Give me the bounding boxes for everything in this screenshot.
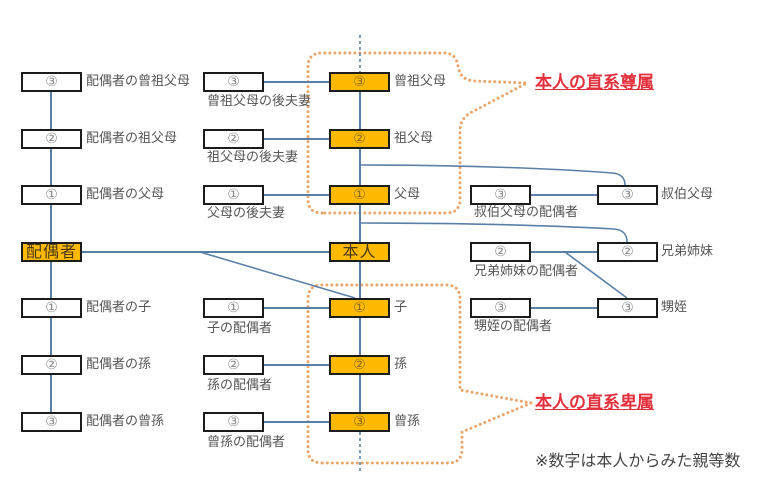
grandparents-stepspouse-label: 祖父母の後夫妻 [207,150,299,165]
parents-stepspouse-box[interactable]: ① [203,185,264,205]
grandparents-label: 祖父母 [394,131,434,146]
great-grandparents-label: 曾祖父母 [394,74,447,89]
direct-ascendants-annotation: 本人の直系尊属 [535,73,654,93]
spouse-great-grandchild-label: 配偶者の曾孫 [86,414,165,429]
great-grandparents-stepspouse-label: 曾祖父母の後夫妻 [207,94,312,109]
child-spouse-box[interactable]: ① [203,298,264,318]
degree-footnote: ※数字は本人からみた親等数 [535,451,741,470]
spouse-great-grandparents-box[interactable]: ③ [21,72,82,92]
grandchild-spouse-label: 孫の配偶者 [207,378,273,393]
great-grandchild-box[interactable]: ③ [329,412,390,432]
great-grandparents-box[interactable]: ③ [329,72,390,92]
nephews-nieces-box[interactable]: ③ [597,298,658,318]
spouse-grandparents-box[interactable]: ② [21,129,82,149]
link-siblings-to-nephews [564,251,628,299]
great-grandchild-label: 曾孫 [394,414,421,429]
child-label: 子 [394,300,408,315]
parents-label: 父母 [394,187,421,202]
child-spouse-label: 子の配偶者 [207,321,273,336]
uncles-aunts-spouse-label: 叔伯父母の配偶者 [474,205,579,220]
spouse-grandchild-box[interactable]: ② [21,355,82,375]
spouse-to-child-line [199,251,356,299]
grandchild-box[interactable]: ② [329,355,390,375]
great-grandchild-spouse-box[interactable]: ③ [203,412,264,432]
link-to-uncles-aunts [359,164,626,186]
spouse-parents-box[interactable]: ① [21,185,82,205]
spouse-grandchild-label: 配偶者の孫 [86,357,152,372]
self-box[interactable]: 本人 [329,242,390,262]
grandchild-label: 孫 [394,357,408,372]
spouse-grandparents-label: 配偶者の祖父母 [86,131,178,146]
uncles-aunts-spouse-box[interactable]: ③ [470,185,531,205]
child-box[interactable]: ① [329,298,390,318]
direct-ascendants-outline [306,51,533,215]
spouse-great-grandchild-box[interactable]: ③ [21,412,82,432]
siblings-box[interactable]: ② [597,242,658,262]
direct-descendants-outline [306,283,537,465]
spouse-parents-label: 配偶者の父母 [86,187,165,202]
direct-descendants-annotation: 本人の直系卑属 [535,393,654,413]
siblings-label: 兄弟姉妹 [661,244,714,259]
spouse-child-label: 配偶者の子 [86,300,152,315]
uncles-aunts-box[interactable]: ③ [597,185,658,205]
nephews-nieces-spouse-box[interactable]: ③ [470,298,531,318]
great-grandparents-stepspouse-box[interactable]: ③ [203,72,264,92]
link-to-siblings [359,222,628,243]
grandparents-stepspouse-box[interactable]: ② [203,129,264,149]
siblings-spouse-label: 兄弟姉妹の配偶者 [474,264,579,279]
nephews-nieces-label: 甥姪 [661,300,688,315]
great-grandchild-spouse-label: 曾孫の配偶者 [207,435,286,450]
nephews-nieces-spouse-label: 甥姪の配偶者 [474,319,553,334]
grandparents-box[interactable]: ② [329,129,390,149]
spouse-box[interactable]: 配偶者 [21,242,82,262]
grandchild-spouse-box[interactable]: ② [203,355,264,375]
siblings-spouse-box[interactable]: ② [470,242,531,262]
spouse-great-grandparents-label: 配偶者の曾祖父母 [86,74,191,89]
uncles-aunts-label: 叔伯父母 [661,187,714,202]
parents-stepspouse-label: 父母の後夫妻 [207,206,286,221]
parents-box[interactable]: ① [329,185,390,205]
spouse-child-box[interactable]: ① [21,298,82,318]
